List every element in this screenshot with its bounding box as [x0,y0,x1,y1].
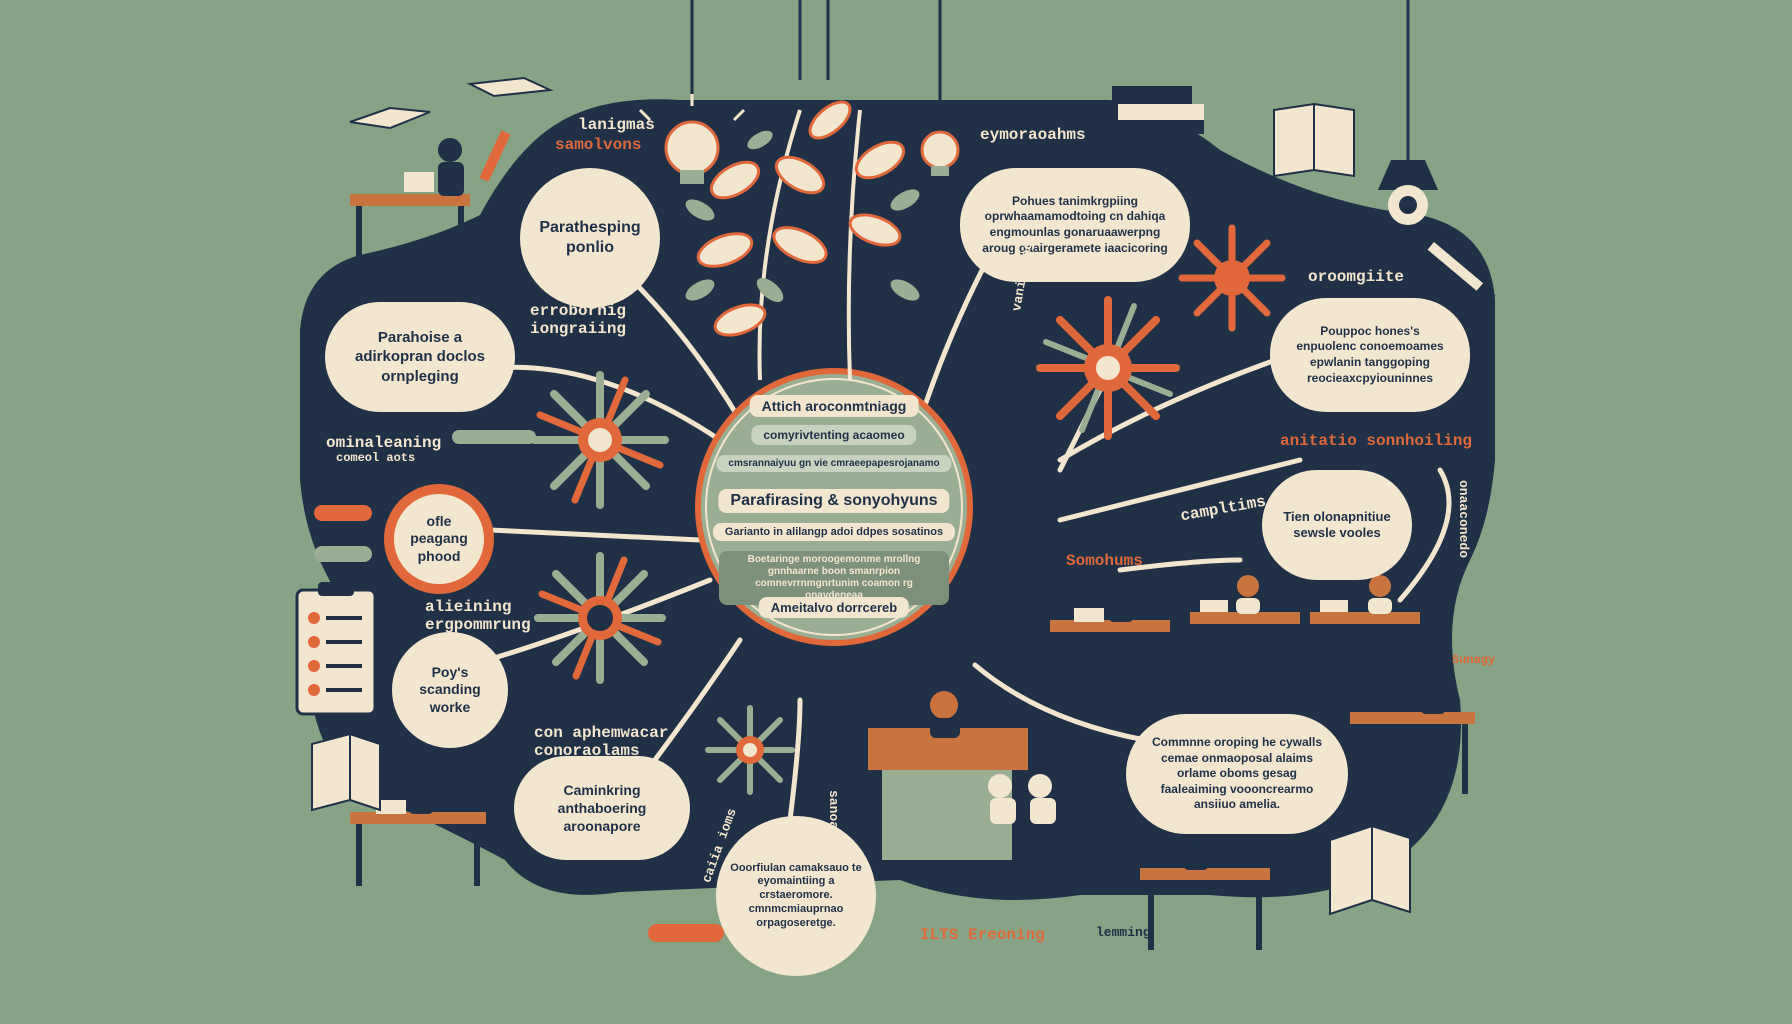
student-desk-illustration [1350,670,1475,794]
lightbulb-icon [638,94,746,184]
lightbulb-icon [920,130,960,176]
pencil-icon [479,130,511,182]
bubble-notes: Ooorfiulan camaksauo te eyomaintiing a c… [716,816,876,976]
label: lanigmas [578,116,655,134]
progress-chip [314,505,372,521]
label: con aphemwacar conoraolams [534,724,669,761]
label: onaaconedo [1456,480,1471,559]
label: eymoraoahms [980,126,1086,144]
center-hub: Attich aroconmtniagg comyrivtenting acao… [698,371,970,643]
hub-item: Attich aroconmtniagg [749,395,919,417]
hanging-lamp-icon [1378,160,1438,225]
sunburst-icon [534,552,666,684]
progress-chip [648,924,724,942]
hub-item: Ameitalvo dorrcereb [758,597,910,618]
plant-illustration [685,100,920,381]
pencil-icon [1427,241,1496,296]
bubble-samples: Tien olonapnitiue sewsle vooles [1262,470,1412,580]
book-icon [1273,102,1355,178]
label: errobornig iongraiing [530,302,627,339]
bubble-paraphrasing: Parathesping ponlio [520,168,660,308]
hub-title: Parafirasing & sonyohyuns [718,489,950,513]
student-desk-illustration [1310,575,1420,684]
label: Somohums [1066,552,1143,570]
book-stack-icon [1112,86,1204,134]
center-hub-inner-ring [705,378,963,636]
central-desk-illustration [868,691,1056,860]
book-icon [311,732,381,812]
student-desk-illustration [1050,580,1170,702]
book-icon [466,76,554,98]
bubble-combining: Caminkring anthaboering aroonapore [514,756,690,860]
checklist-clipboard-icon [295,582,377,716]
bubble-progress: ofle peagang phood [384,484,494,594]
hub-item: comyrivtenting acaomeo [751,425,917,445]
label: Sunagy [1452,653,1496,667]
sunburst-icon [705,705,795,795]
label: ILTS Ereoning [920,926,1045,944]
sunburst-icon [1178,224,1286,332]
book-icon [349,106,431,130]
sunburst-icon [531,371,669,509]
student-desk-illustration [350,138,470,261]
progress-chip [314,546,372,562]
bubble-purpose: Pouppoc hones's enpuolenc conoemoames ep… [1270,298,1470,412]
label: alieining ergpommrung [425,598,531,635]
bubble-combining-sources: Commnne oroping he cywalls cemae onmaopo… [1126,714,1348,834]
label: anitatio sonnhoiling [1280,432,1473,450]
hub-item: Boetaringe moroogemonme mrollng gnnhaarn… [719,551,949,605]
label: ominaleaning [326,434,442,452]
progress-chip [452,430,536,444]
hub-item: cmsrannaiyuu gn vie cmraeepapesrojanamo [716,455,952,472]
label: comeol aots [336,451,416,465]
bubble-paraphrase: Parahoise a adirkopran doclos ornpleging [325,302,515,412]
sunburst-icon [1036,296,1180,440]
label: oroomgiite [1308,268,1405,286]
label: samolvons [555,136,642,154]
student-desk-illustration [350,774,486,886]
hub-item: Garianto in alilangp adoi ddpes sosatino… [712,523,956,541]
label: lemming [1096,925,1151,940]
book-icon [1329,824,1411,916]
label: sanoalop [826,790,841,853]
bubble-scanning: Poy's scanding worke [392,632,508,748]
student-desk-illustration [1140,824,1270,950]
student-desk-illustration [1190,575,1300,684]
bubble-techniques: Pohues tanimkrgpiing oprwhaamamodtoing c… [960,168,1190,282]
